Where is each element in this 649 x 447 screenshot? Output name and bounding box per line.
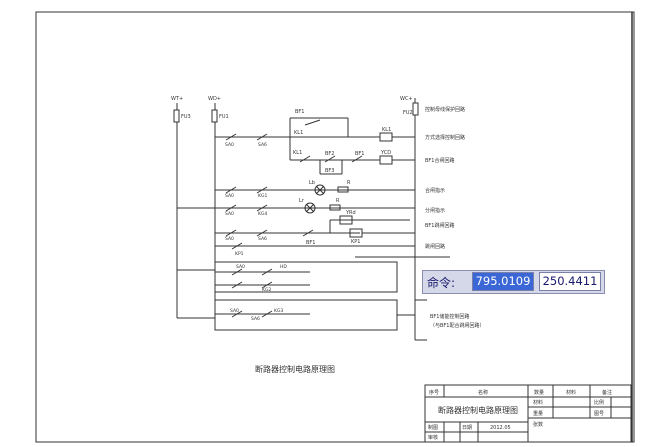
svg-text:合闸指示: 合闸指示 [425, 187, 445, 194]
svg-text:Lb: Lb [309, 180, 315, 186]
svg-text:FU2: FU2 [403, 110, 413, 116]
svg-text:R: R [347, 180, 351, 186]
supply-label-wt: WT+ [171, 96, 183, 102]
svg-text:BF1合闸回路: BF1合闸回路 [425, 157, 455, 164]
command-label: 命令: [427, 276, 456, 290]
svg-text:SA0: SA0 [225, 236, 234, 242]
y-coordinate-input[interactable]: 250.4411 [539, 272, 601, 291]
svg-text:SA0: SA0 [225, 142, 234, 148]
svg-text:分闸指示: 分闸指示 [425, 207, 445, 214]
drawing-caption: 断路器控制电路原理图 [255, 364, 335, 374]
fuse-fu2 [412, 102, 419, 116]
svg-text:BF2: BF2 [325, 151, 335, 157]
svg-text:Lr: Lr [299, 198, 305, 204]
svg-text:KG2: KG2 [262, 287, 271, 293]
fuse-fu1 [211, 109, 218, 123]
svg-text:BF1跳闸回路: BF1跳闸回路 [425, 222, 455, 229]
svg-text:2012.05: 2012.05 [490, 425, 511, 431]
svg-text:SA6: SA6 [251, 316, 260, 322]
svg-text:KG1: KG1 [258, 193, 267, 199]
svg-text:重量: 重量 [533, 410, 543, 417]
svg-text:KL1: KL1 [293, 150, 302, 156]
svg-text:张数: 张数 [533, 421, 543, 428]
supply-label-wd: WD+ [208, 96, 221, 102]
svg-text:制图: 制图 [428, 424, 438, 431]
svg-text:KL1: KL1 [294, 130, 303, 136]
x-coordinate-input[interactable]: 795.0109 [472, 272, 534, 291]
drawing-border [35, 11, 635, 443]
svg-text:KL1: KL1 [382, 127, 391, 133]
supply-label-wc: WC+ [400, 96, 413, 102]
svg-text:跳闸回路: 跳闸回路 [425, 243, 445, 250]
svg-text:SA0: SA0 [225, 193, 234, 199]
svg-text:KG3: KG3 [274, 308, 283, 314]
svg-text:材料: 材料 [533, 399, 543, 406]
svg-text:KP1: KP1 [235, 251, 244, 257]
svg-text:SA6: SA6 [258, 236, 267, 242]
svg-text:R: R [336, 198, 340, 204]
svg-text:比例: 比例 [594, 399, 604, 406]
svg-text:控制母线保护回路: 控制母线保护回路 [425, 106, 465, 113]
svg-text:YRd: YRd [345, 210, 356, 216]
fuse-fu3 [173, 109, 180, 123]
svg-text:备注: 备注 [602, 389, 612, 396]
svg-text:数量: 数量 [534, 389, 544, 396]
svg-text:名称: 名称 [478, 389, 488, 396]
title-block: 序号 名称 数量 材料 备注 断路器控制电路原理图 制图 审核 日期 2012.… [424, 384, 632, 443]
svg-text:方式选择控制回路: 方式选择控制回路 [425, 134, 465, 141]
svg-text:日期: 日期 [462, 425, 472, 431]
svg-text:FU1: FU1 [219, 114, 229, 120]
svg-text:BF1储能控制回路: BF1储能控制回路 [430, 313, 470, 320]
svg-text:审核: 审核 [428, 434, 438, 441]
svg-text:图号: 图号 [594, 411, 604, 417]
svg-text:（与BF1配合跳闸回路）: （与BF1配合跳闸回路） [430, 322, 485, 329]
svg-text:YCD: YCD [380, 150, 391, 156]
svg-text:序号: 序号 [429, 389, 439, 396]
x-coordinate-value: 795.0109 [473, 273, 533, 290]
svg-text:SA0: SA0 [230, 308, 239, 314]
svg-text:材料: 材料 [566, 389, 576, 396]
svg-text:SA0: SA0 [236, 264, 245, 270]
title-block-name: 断路器控制电路原理图 [438, 405, 518, 415]
svg-text:KP1: KP1 [351, 239, 360, 245]
svg-text:BF1: BF1 [355, 151, 365, 157]
svg-text:HD: HD [280, 264, 287, 270]
svg-text:SA6: SA6 [258, 142, 267, 148]
svg-text:BF3: BF3 [325, 168, 335, 174]
svg-text:FU3: FU3 [181, 114, 191, 120]
svg-text:BF1: BF1 [295, 109, 305, 115]
svg-text:BF1: BF1 [306, 240, 316, 246]
svg-text:KG4: KG4 [258, 211, 267, 217]
svg-text:SA0: SA0 [225, 211, 234, 217]
